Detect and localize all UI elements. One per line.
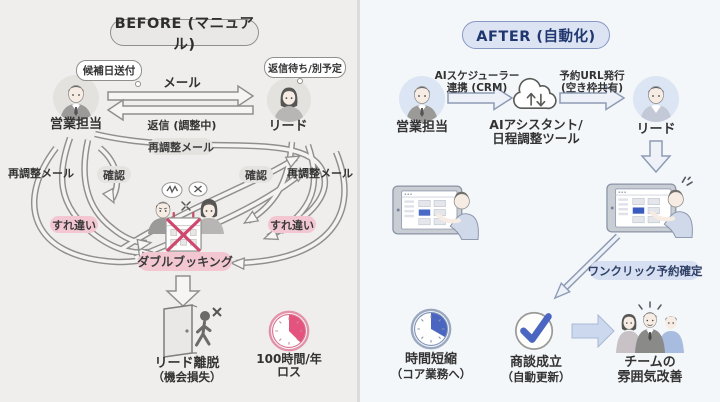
after-sales-label: 営業担当	[395, 120, 448, 135]
confirm-right-pill: 確認	[239, 166, 273, 183]
lead-tablet-illustration	[606, 176, 693, 239]
readjust-mail-center-pill: 再調整メール	[148, 138, 214, 155]
ai-tool-label-line1: AIアシスタント/	[489, 117, 583, 132]
crm-sync-label-line2: 連携 (CRM)	[446, 82, 508, 94]
benefit2-line2: （自動更新）	[501, 370, 571, 384]
before-title: BEFORE (マニュアル)	[110, 16, 259, 53]
sales-tablet-illustration	[392, 185, 479, 241]
time-loss-clock-icon	[268, 310, 310, 352]
after-title-text: AFTER (自動化)	[476, 28, 596, 45]
benefit2-line1: 商談成立	[509, 355, 562, 370]
happy-team-illustration	[616, 301, 684, 353]
benefit-arrow	[571, 313, 615, 349]
double-booking-pill: ダブルブッキング	[137, 252, 233, 271]
after-title: AFTER (自動化)	[462, 21, 610, 49]
sales-label: 営業担当	[49, 117, 102, 132]
readjust-mail-right-label: 再調整メール	[287, 167, 353, 180]
benefit3-line2: 雰囲気改善	[617, 370, 683, 385]
benefit1-line1: 時間短縮	[404, 352, 457, 367]
mail-arrow-label: メール	[163, 75, 201, 90]
loss-label-line2: ロス	[276, 365, 301, 379]
churn-label-line2: （機会損失）	[152, 370, 222, 384]
ai-tool-label-line2: 日程調整ツール	[492, 131, 580, 146]
readjust-mail-left-label: 再調整メール	[8, 167, 74, 180]
loss-label-line1: 100時間/年	[256, 352, 322, 366]
before-title-text: BEFORE (マニュアル)	[114, 15, 255, 53]
benefit3-line1: チームの	[624, 355, 676, 370]
time-saving-clock-icon	[410, 308, 452, 350]
ai-cloud-icon	[513, 77, 557, 110]
lead-avatar	[266, 77, 312, 123]
sparkle-icon	[638, 301, 662, 310]
cancelled-calendar-icon	[165, 211, 202, 252]
miss-left-pill: すれ違い	[50, 216, 98, 233]
reply-arrow-label: 返信 (調整中)	[147, 119, 217, 132]
sales-speech-bubble: 候補日送付	[76, 60, 142, 81]
panel-divider	[357, 0, 360, 402]
after-lead-avatar	[633, 76, 679, 122]
panel-after: AFTER (自動化) 営業担当 AIスケジューラー 連携 (CRM)	[360, 0, 720, 402]
churn-label-line1: リード離脱	[154, 356, 220, 371]
deal-check-icon	[514, 311, 554, 350]
after-sales-avatar	[399, 76, 445, 122]
lead-down-arrow	[640, 140, 672, 174]
anger-mark-icon	[181, 201, 191, 211]
benefit1-line2: （コア業務へ）	[390, 367, 472, 381]
crm-sync-label-line1: AIスケジューラー	[434, 70, 520, 82]
crm-sync-arrow	[447, 85, 514, 111]
one-click-pill: ワンクリック予約確定	[588, 261, 703, 280]
mail-arrow-right	[107, 84, 255, 108]
booking-url-arrow	[559, 85, 626, 111]
miss-right-pill: すれ違い	[268, 216, 316, 233]
booking-url-label-line2: (空き枠共有)	[560, 82, 624, 94]
booking-url-label-line1: 予約URL発行	[559, 70, 625, 82]
sales-avatar	[53, 75, 99, 121]
sales-bubble-tail	[135, 81, 141, 87]
after-lead-label: リード	[636, 122, 676, 137]
lead-speech-bubble: 返信待ち/別予定	[264, 57, 346, 78]
down-arrow-icon	[165, 275, 201, 308]
sparkle-icon	[681, 176, 693, 186]
reply-arrow-left	[106, 98, 254, 122]
lead-label: リード	[268, 119, 308, 134]
lead-churn-door-icon	[163, 304, 222, 358]
panel-before: BEFORE (マニュアル) 営業担当 候補日送付	[0, 0, 357, 402]
lead-bubble-tail	[297, 78, 303, 84]
confirm-left-pill: 確認	[97, 166, 131, 183]
